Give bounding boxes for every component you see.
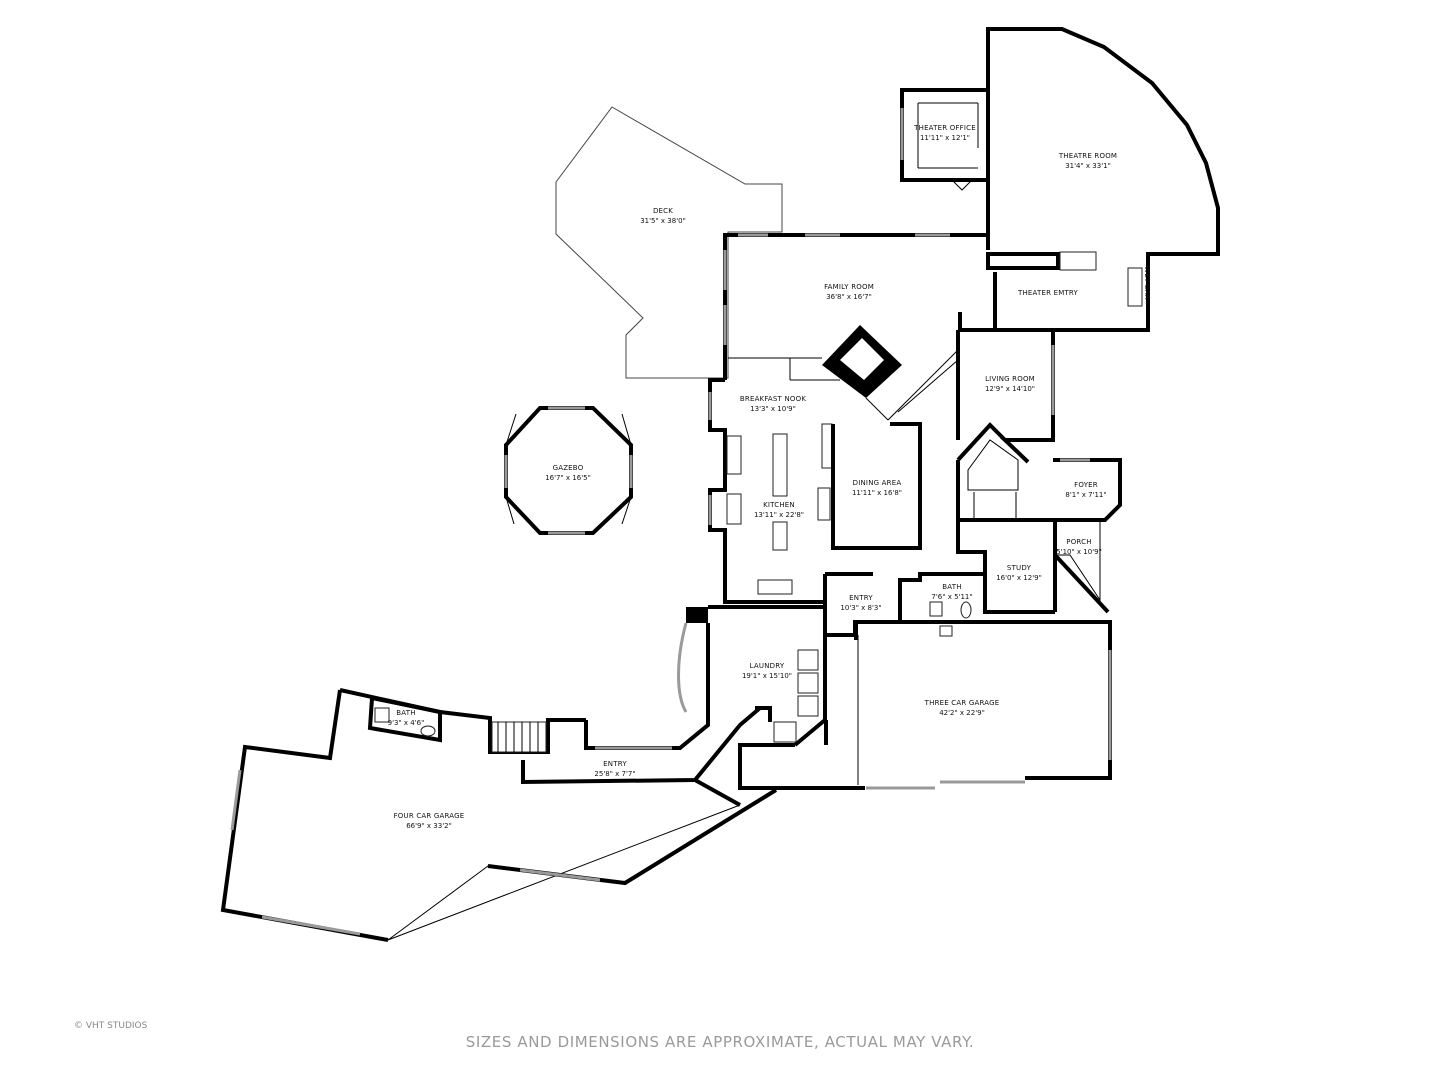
kitchen-name: KITCHEN [763, 501, 795, 509]
breakfast-nook-name: BREAKFAST NOOK [740, 395, 806, 403]
disclaimer-text: SIZES AND DIMENSIONS ARE APPROXIMATE, AC… [465, 1033, 975, 1051]
foyer-name: FOYER [1074, 481, 1098, 489]
living-room-dim: 12'9" x 14'10" [985, 385, 1035, 393]
theater-office-dim: 11'11" x 12'1" [920, 134, 970, 142]
study-name: STUDY [1007, 564, 1032, 572]
entry-bath-study-walls [823, 520, 1110, 637]
studio-credit: © VHT STUDIOS [74, 1021, 148, 1031]
theater-office-name: THEATER OFFICE [913, 124, 976, 132]
theater-office-walls [900, 88, 988, 191]
four-car-garage-name: FOUR CAR GARAGE [394, 812, 465, 820]
three-car-garage-dim: 42'2" x 22'9" [939, 709, 985, 717]
porch-name: PORCH [1066, 538, 1091, 546]
entry-main-dim: 10'3" x 8'3" [840, 604, 881, 612]
entry-main-name: ENTRY [849, 594, 873, 602]
rear-entry-walls [339, 688, 762, 785]
bath-garage-dim: 9'3" x 4'6" [388, 719, 425, 727]
theater-entry-name: THEATER EMTRY [1017, 289, 1079, 297]
kitchen-walls [708, 378, 922, 604]
wet-bar-name: WET BAR [1143, 266, 1151, 300]
deck-dim: 31'5" x 38'0" [640, 217, 686, 225]
bath-garage-name: BATH [396, 709, 415, 717]
four-car-garage-dim: 66'9" x 33'2" [406, 822, 452, 830]
breakfast-nook-dim: 13'3" x 10'9" [750, 405, 796, 413]
gazebo-dim: 16'7" x 16'5" [545, 474, 591, 482]
kitchen-dim: 13'11" x 22'8" [754, 511, 804, 519]
room-labels: THEATER OFFICE 11'11" x 12'1" THEATRE RO… [388, 124, 1151, 830]
family-room-name: FAMILY ROOM [824, 283, 874, 291]
foyer-dim: 8'1" x 7'11" [1065, 491, 1106, 499]
entry-rear-name: ENTRY [603, 760, 627, 768]
three-car-garage-name: THREE CAR GARAGE [924, 699, 1000, 707]
dining-area-name: DINING AREA [853, 479, 902, 487]
theatre-room-dim: 31'4" x 33'1" [1065, 162, 1111, 170]
three-car-garage-walls [845, 620, 1112, 790]
laundry-name: LAUNDRY [750, 662, 785, 670]
four-car-garage-walls [220, 689, 778, 942]
theatre-room-walls [986, 27, 1220, 332]
gazebo-structure [504, 406, 633, 535]
laundry-dim: 19'1" x 15'10" [742, 672, 792, 680]
gazebo-name: GAZEBO [553, 464, 584, 472]
study-dim: 16'0" x 12'9" [996, 574, 1042, 582]
family-room-dim: 36'8" x 16'7" [826, 293, 872, 301]
family-room-walls [723, 233, 997, 440]
deck-outline [555, 106, 783, 379]
laundry-walls [584, 605, 845, 790]
living-room-name: LIVING ROOM [985, 375, 1035, 383]
theatre-room-name: THEATRE ROOM [1058, 152, 1117, 160]
porch-dim: 5'10" x 10'9" [1056, 548, 1102, 556]
bath-main-dim: 7'6" x 5'11" [931, 593, 972, 601]
bath-main-name: BATH [942, 583, 961, 591]
deck-name: DECK [653, 207, 673, 215]
entry-rear-dim: 25'8" x 7'7" [594, 770, 635, 778]
dining-area-dim: 11'11" x 16'8" [852, 489, 902, 497]
